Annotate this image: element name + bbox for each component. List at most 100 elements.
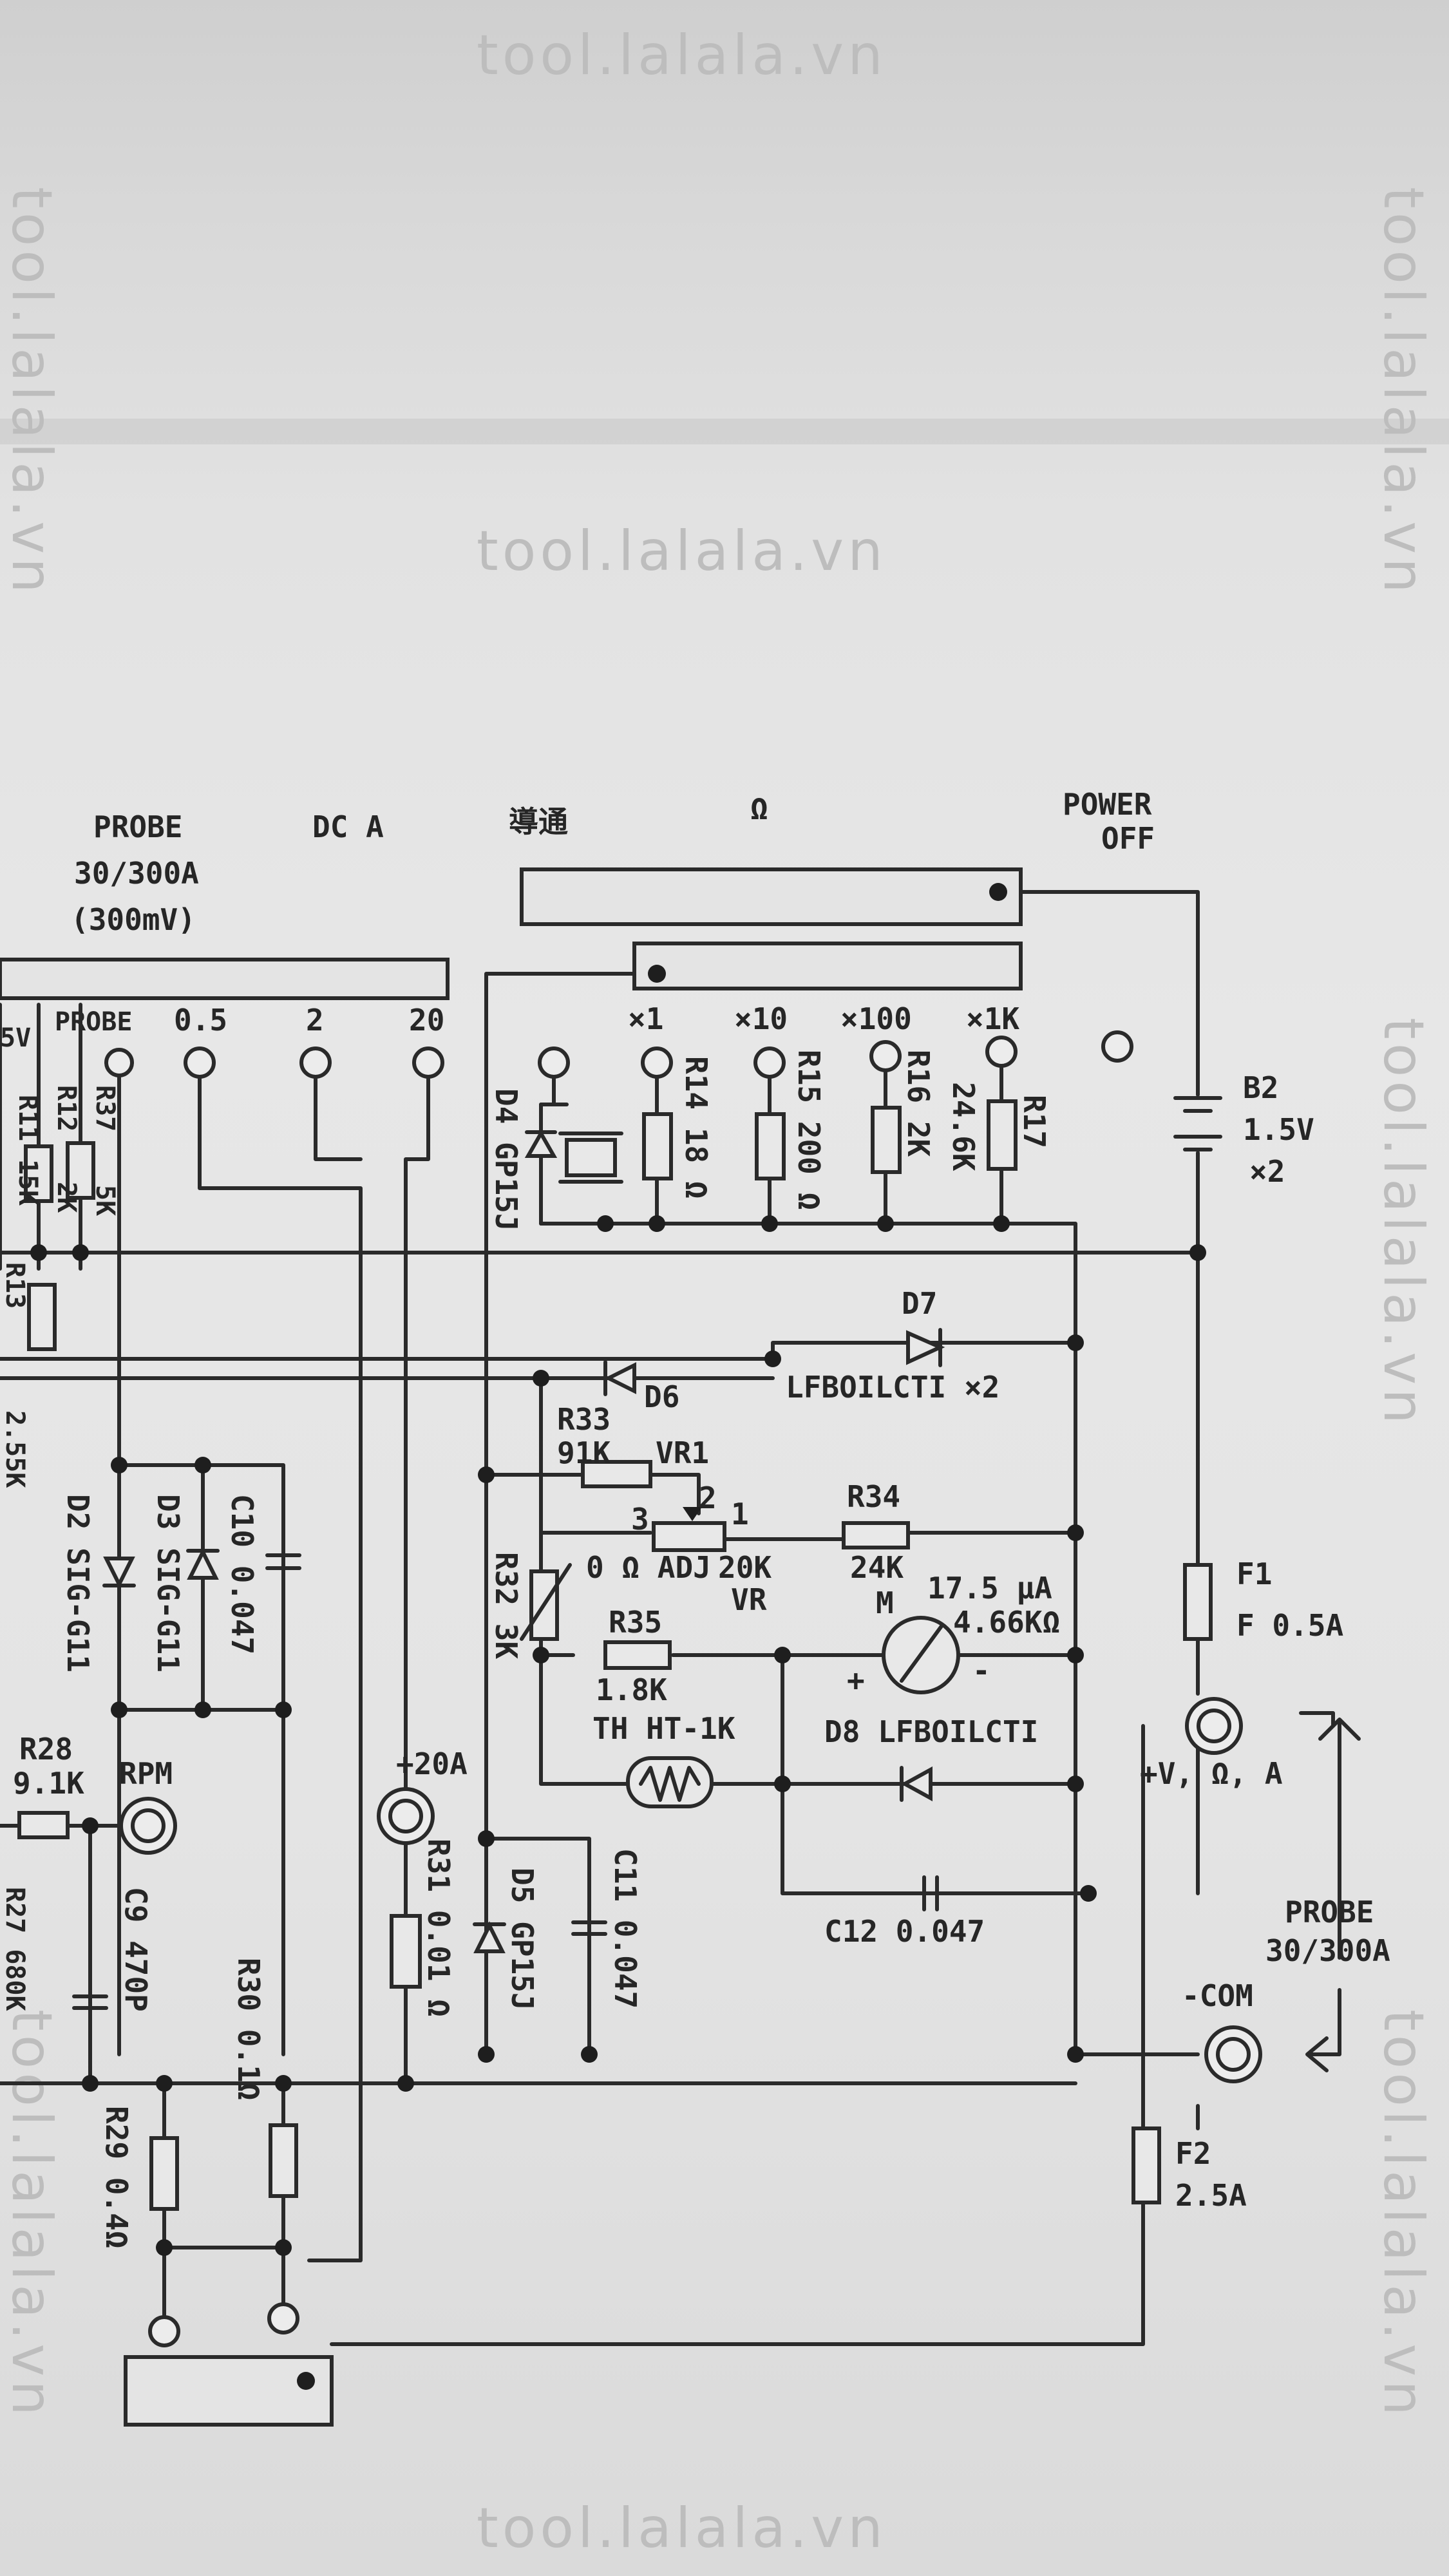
arrow-icon — [1318, 1718, 1361, 1960]
terminal-r30 — [267, 2302, 299, 2334]
terminal-continuity — [538, 1046, 570, 1079]
resistor-r11 — [24, 1144, 53, 1203]
battery-b2 — [1173, 1096, 1222, 1151]
range-x10-label: ×10 — [734, 1001, 788, 1036]
r33-label: R33 — [557, 1402, 611, 1437]
range-x1k-label: ×1K — [966, 1001, 1019, 1036]
d6-label: D6 — [644, 1379, 679, 1414]
resistor-r30 — [269, 2123, 298, 2198]
f2-value: 2.5A — [1175, 2178, 1247, 2213]
d4-label: D4 GP15J — [489, 1088, 524, 1231]
range-05-label: 0.5 — [174, 1003, 227, 1037]
r35-value: 1.8K — [596, 1672, 667, 1707]
r12-value: 2K — [52, 1182, 81, 1213]
r34-value: 24K — [850, 1550, 904, 1585]
range-2-label: 2 — [306, 1003, 324, 1037]
resistor-r29 — [149, 2136, 179, 2211]
a20-terminal-label: +20A — [396, 1747, 468, 1781]
range-probe-label: PROBE — [55, 1007, 132, 1037]
diode-d8 — [900, 1766, 933, 1802]
b2-qty: ×2 — [1249, 1154, 1285, 1189]
terminal-x100 — [869, 1040, 902, 1072]
r11-value: 15K — [13, 1159, 43, 1206]
lower-switch-bar — [124, 2355, 334, 2427]
d2-label: D2 SIG-G11 — [61, 1494, 95, 1672]
c9-label: C9 470P — [118, 1887, 153, 2012]
watermark: tool.lalala.vn — [477, 2496, 887, 2561]
r33-value: 91K — [557, 1435, 611, 1470]
th-label: TH HT-1K — [592, 1711, 735, 1746]
terminal-20a — [377, 1787, 435, 1845]
r37-value: 5K — [90, 1185, 120, 1216]
function-switch-bar — [0, 958, 450, 1000]
r13-label: R13 — [0, 1262, 30, 1309]
probe-arrow-up — [1299, 1711, 1335, 1728]
switch-contact — [297, 2372, 315, 2390]
junction-dots — [30, 1215, 1206, 2256]
meter-resistance: 4.66KΩ — [953, 1605, 1060, 1640]
r29-label: R29 0.4Ω — [99, 2106, 134, 2249]
f1-label: F1 — [1236, 1557, 1272, 1591]
probe-range-label: 30/300A — [74, 856, 199, 891]
resistor-r34 — [842, 1521, 910, 1549]
vr-label: VR — [731, 1582, 767, 1617]
paper-fold — [0, 419, 1449, 444]
capacitor-c9 — [72, 1994, 108, 2010]
resistor-r13 — [27, 1283, 57, 1351]
resistor-r31 — [390, 1914, 422, 1989]
meter-minus: - — [972, 1653, 990, 1688]
r17-label: R17 — [1017, 1095, 1052, 1148]
terminal-x1 — [641, 1046, 673, 1079]
resistor-r12 — [66, 1141, 95, 1200]
d8-label: D8 LFBOILCTI — [824, 1714, 1038, 1749]
c12-label: C12 0.047 — [824, 1914, 985, 1949]
thermistor-th — [626, 1756, 714, 1808]
c10-label: C10 0.047 — [225, 1494, 260, 1654]
rpm-label: RPM — [119, 1756, 173, 1791]
r30-label: R30 0.1Ω — [231, 1958, 266, 2101]
watermark: tool.lalala.vn — [477, 519, 887, 583]
terminal-x10 — [753, 1046, 786, 1079]
terminal-com — [1204, 2025, 1262, 2083]
capacitor-c12 — [922, 1875, 939, 1911]
watermark: tool.lalala.vn — [0, 2009, 64, 2420]
fuse-f2 — [1132, 2126, 1161, 2204]
watermark: tool.lalala.vn — [477, 23, 887, 88]
r15-label: R15 200 Ω — [791, 1050, 826, 1210]
power-label: POWER — [1063, 787, 1152, 822]
r27-label: R27 680K — [0, 1887, 30, 2011]
com-label: -COM — [1182, 1978, 1253, 2013]
range-x1-label: ×1 — [628, 1001, 663, 1036]
r34-label: R34 — [847, 1479, 900, 1514]
diode-d2 — [102, 1557, 136, 1589]
arrow-icon — [1305, 1988, 1341, 2072]
c11-label: C11 0.047 — [608, 1848, 643, 2009]
diode-d6 — [603, 1360, 636, 1396]
resistor-r17 — [987, 1099, 1018, 1171]
dca-label: DC A — [312, 810, 384, 844]
r14-label: R14 18 Ω — [679, 1056, 714, 1199]
r28-label: R28 — [19, 1732, 73, 1766]
meter-label: M — [876, 1586, 894, 1620]
r12-label: R12 — [52, 1085, 81, 1132]
r32-label: R32 3K — [489, 1552, 524, 1659]
meter-plus: + — [847, 1663, 865, 1698]
meter-current: 17.5 μA — [927, 1571, 1052, 1605]
pin-2: 2 — [699, 1481, 717, 1515]
meter-m — [882, 1616, 960, 1694]
vr-value: 20K — [718, 1550, 772, 1585]
terminal-v-ohm-a — [1185, 1697, 1243, 1755]
b2-value: 1.5V — [1243, 1112, 1314, 1147]
pin-3: 3 — [631, 1502, 649, 1537]
terminal-05a — [184, 1046, 216, 1079]
terminal-probe — [104, 1048, 134, 1077]
r16-label: R16 2K — [901, 1050, 936, 1157]
b2-label: B2 — [1243, 1070, 1278, 1105]
f2-label: F2 — [1175, 2136, 1211, 2171]
range-5v-label: 5V — [0, 1023, 31, 1053]
r11-label: R11 — [13, 1095, 43, 1141]
r31-label: R31 0.01 Ω — [421, 1839, 456, 2017]
probe-label: PROBE — [93, 810, 182, 844]
switch-contact — [989, 883, 1007, 901]
